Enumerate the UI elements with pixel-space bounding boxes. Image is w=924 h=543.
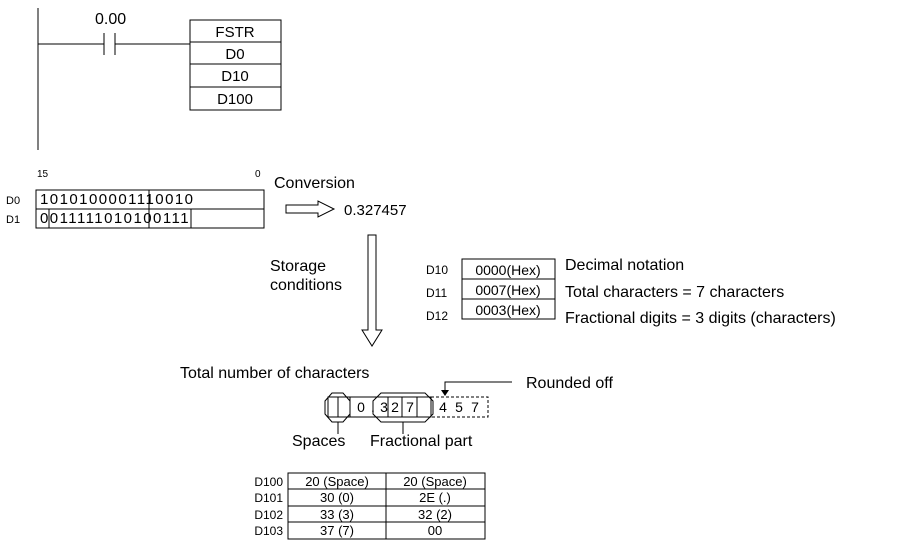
operand-source: D0 — [225, 46, 244, 63]
converted-value: 0.327457 — [344, 202, 407, 219]
storage-desc-d10: Decimal notation — [565, 257, 684, 274]
rounded-off-label: Rounded off — [526, 375, 613, 392]
rounded-off-pointer — [441, 390, 449, 396]
result-word-d102: D102 — [254, 508, 283, 522]
storage-value-d11: 0007(Hex) — [475, 282, 540, 298]
storage-word-d11: D11 — [426, 286, 447, 300]
fstr-instruction-block: FSTR D0 D10 D100 — [189, 19, 282, 111]
storage-label-line2: conditions — [270, 277, 342, 294]
conversion: Conversion 0.327457 — [274, 175, 407, 219]
dropped-chars-box — [430, 396, 489, 418]
result-table: D100 D101 D102 D103 20 (Space) 20 (Space… — [254, 472, 486, 540]
result-low-d103: 00 — [428, 523, 442, 538]
kept-chars-box — [327, 396, 432, 418]
instruction-mnemonic: FSTR — [215, 24, 254, 41]
dropped-char-1: 4 — [439, 399, 447, 415]
char-zero: 0 — [357, 399, 365, 415]
storage-desc-d11: Total characters = 7 characters — [565, 284, 784, 301]
bit-15-label: 15 — [37, 169, 49, 180]
result-high-d101: 30 (0) — [320, 490, 354, 505]
contact-address: 0.00 — [95, 11, 126, 28]
char-seven: 7 — [406, 399, 414, 415]
storage-word-d10: D10 — [426, 263, 448, 277]
result-high-d102: 33 (3) — [320, 507, 354, 522]
result-word-d100: D100 — [254, 475, 283, 489]
word-label-d1: D1 — [6, 214, 20, 226]
result-low-d101: 2E (.) — [419, 490, 451, 505]
bit-0-label: 0 — [255, 169, 261, 180]
char-three: 3 — [380, 399, 388, 415]
result-string: Total number of characters Rounded off 0… — [180, 365, 613, 450]
storage-word-d12: D12 — [426, 309, 448, 323]
storage-values-box — [461, 258, 556, 320]
operand-control: D10 — [221, 68, 249, 85]
rounded-off-leader — [444, 381, 512, 393]
conversion-arrow — [285, 200, 336, 218]
result-word-d101: D101 — [254, 491, 283, 505]
fractional-part-bracket — [372, 392, 434, 423]
storage-value-d12: 0003(Hex) — [475, 302, 540, 318]
result-high-d100: 20 (Space) — [305, 474, 369, 489]
bits-d1: 0011111010100111 — [40, 210, 190, 227]
char-two: 2 — [391, 399, 399, 415]
char-point: . — [371, 399, 375, 415]
spaces-label: Spaces — [292, 433, 345, 450]
result-word-d103: D103 — [254, 524, 283, 538]
storage-desc-d12: Fractional digits = 3 digits (characters… — [565, 310, 836, 327]
ladder-rung: 0.00 FSTR D0 D10 D100 — [37, 8, 282, 150]
result-low-d100: 20 (Space) — [403, 474, 467, 489]
source-words: 15 0 D0 D1 1010100001110010 001111101010… — [6, 169, 265, 229]
conversion-label: Conversion — [274, 175, 355, 192]
operand-destination: D100 — [217, 91, 253, 108]
bits-d0: 1010100001110010 — [40, 191, 194, 208]
dropped-char-2: 5 — [455, 399, 463, 415]
no-contact-symbol — [103, 33, 116, 55]
storage-label-line1: Storage — [270, 258, 326, 275]
storage-conditions: Storage conditions D10 D11 D12 0000(Hex)… — [270, 234, 836, 347]
result-low-d102: 32 (2) — [418, 507, 452, 522]
spaces-bracket — [324, 392, 351, 423]
word-label-d0: D0 — [6, 195, 20, 207]
storage-value-d10: 0000(Hex) — [475, 262, 540, 278]
total-characters-label: Total number of characters — [180, 365, 369, 382]
dropped-char-3: 7 — [471, 399, 479, 415]
fractional-part-label: Fractional part — [370, 433, 473, 450]
result-high-d103: 37 (7) — [320, 523, 354, 538]
down-arrow — [361, 234, 383, 347]
